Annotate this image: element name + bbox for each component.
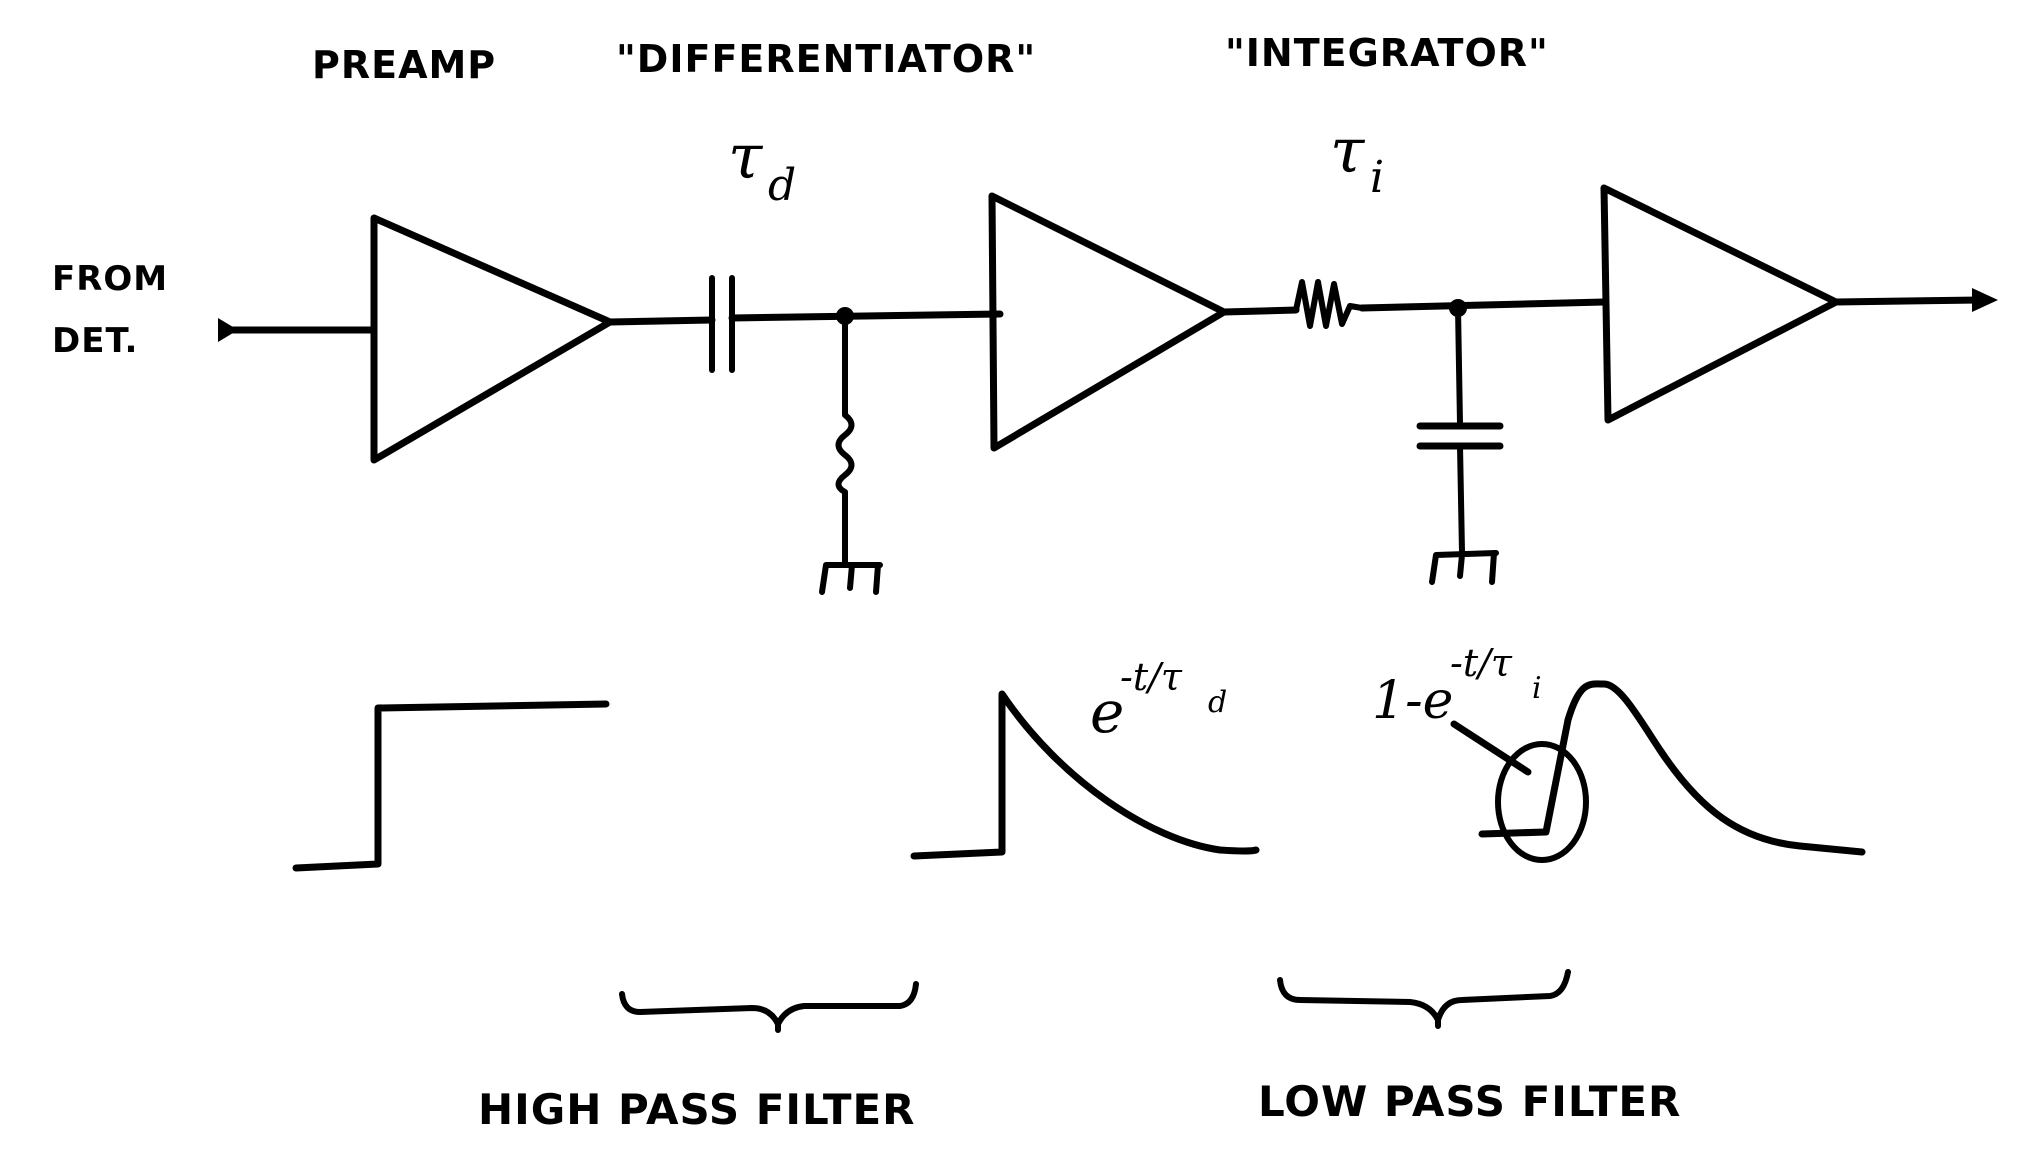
ground-icon xyxy=(1429,550,1499,585)
wire-amp2-to-resistor xyxy=(1220,306,1300,316)
brace-high-pass xyxy=(619,981,919,1027)
tau-subscript: i xyxy=(1370,152,1384,203)
wire-node-to-capacitor xyxy=(1455,305,1463,427)
callout-pointer xyxy=(1450,720,1532,776)
output-amplifier-icon xyxy=(1600,184,1840,424)
buffer-amplifier-icon xyxy=(988,192,1228,452)
highlight-circle xyxy=(1495,741,1589,863)
tau-subscript: d xyxy=(768,160,796,211)
output-wire xyxy=(1832,296,1984,306)
label-differentiator: "DIFFERENTIATOR" xyxy=(616,37,1036,81)
wire-preamp-to-capacitor xyxy=(606,316,716,326)
shunt-capacitor-icon xyxy=(1416,422,1504,450)
brace-low-pass xyxy=(1277,969,1571,1023)
formula-exponent: -t/τ xyxy=(1450,641,1513,685)
waveform-shaped-pulse xyxy=(1478,680,1866,856)
preamp-amplifier-icon xyxy=(370,214,614,464)
label-high-pass-filter: HIGH PASS FILTER xyxy=(478,1085,916,1134)
waveform-exponential-decay xyxy=(910,690,1260,860)
input-terminal xyxy=(218,318,378,342)
shunt-resistor-icon xyxy=(835,313,855,568)
tau-symbol: τ xyxy=(1330,114,1366,187)
tau-i-label: τ i xyxy=(1330,114,1384,203)
formula-base: 1-e xyxy=(1372,671,1453,731)
output-arrow-icon xyxy=(1972,288,1998,312)
label-integrator: "INTEGRATOR" xyxy=(1225,31,1549,75)
wire-capacitor-to-ground xyxy=(1457,443,1465,555)
label-det: DET. xyxy=(52,321,138,361)
formula-exponent-subscript: d xyxy=(1208,685,1227,720)
formula-exponent: -t/τ xyxy=(1120,655,1183,699)
label-preamp: PREAMP xyxy=(312,43,496,87)
label-from: FROM xyxy=(52,259,168,299)
tau-d-label: τ d xyxy=(728,120,796,211)
wire-capacitor-to-amp2 xyxy=(728,310,1004,322)
formula-differentiator: e -t/τ d xyxy=(1090,655,1227,746)
waveform-step xyxy=(292,700,610,872)
formula-exponent-subscript: i xyxy=(1532,671,1542,706)
formula-base: e xyxy=(1090,678,1124,746)
tau-symbol: τ xyxy=(728,120,764,193)
ground-icon xyxy=(819,562,883,595)
coupling-capacitor-icon xyxy=(709,275,735,373)
formula-integrator: 1-e -t/τ i xyxy=(1372,641,1542,731)
label-low-pass-filter: LOW PASS FILTER xyxy=(1258,1077,1681,1126)
wire-resistor-to-amp3 xyxy=(1358,298,1608,312)
series-resistor-icon xyxy=(1293,279,1365,329)
